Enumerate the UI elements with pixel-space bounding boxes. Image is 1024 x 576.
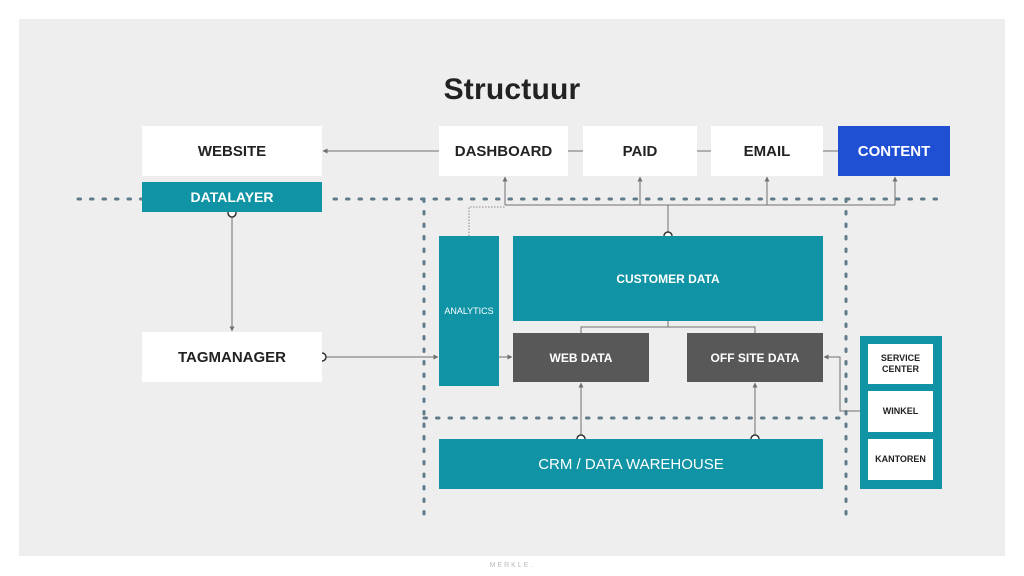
arrow-side-panel-to-offsite [823, 354, 860, 412]
datalayer-box: DATALAYER [142, 182, 322, 212]
customer-data-box: CUSTOMER DATA [513, 236, 823, 321]
crm-data-warehouse-box: CRM / DATA WAREHOUSE [439, 439, 823, 489]
web-data-box: WEB DATA [513, 333, 649, 382]
content-box: CONTENT [838, 126, 950, 176]
website-box: WEBSITE [142, 126, 322, 176]
dashboard-box: DASHBOARD [439, 126, 568, 176]
footer-logo: MERKLE. [489, 562, 535, 569]
winkel-box: WINKEL [868, 391, 933, 432]
page-title: Structuur [443, 73, 581, 106]
tagmanager-box: TAGMANAGER [142, 332, 322, 382]
analytics-box: ANALYTICS [439, 236, 499, 386]
off-site-data-box: OFF SITE DATA [687, 333, 823, 382]
kantoren-box: KANTOREN [868, 439, 933, 480]
service-center-box: SERVICE CENTER [868, 344, 933, 384]
email-box: EMAIL [711, 126, 823, 176]
paid-box: PAID [583, 126, 697, 176]
connector-analytics-dotted [468, 206, 505, 236]
